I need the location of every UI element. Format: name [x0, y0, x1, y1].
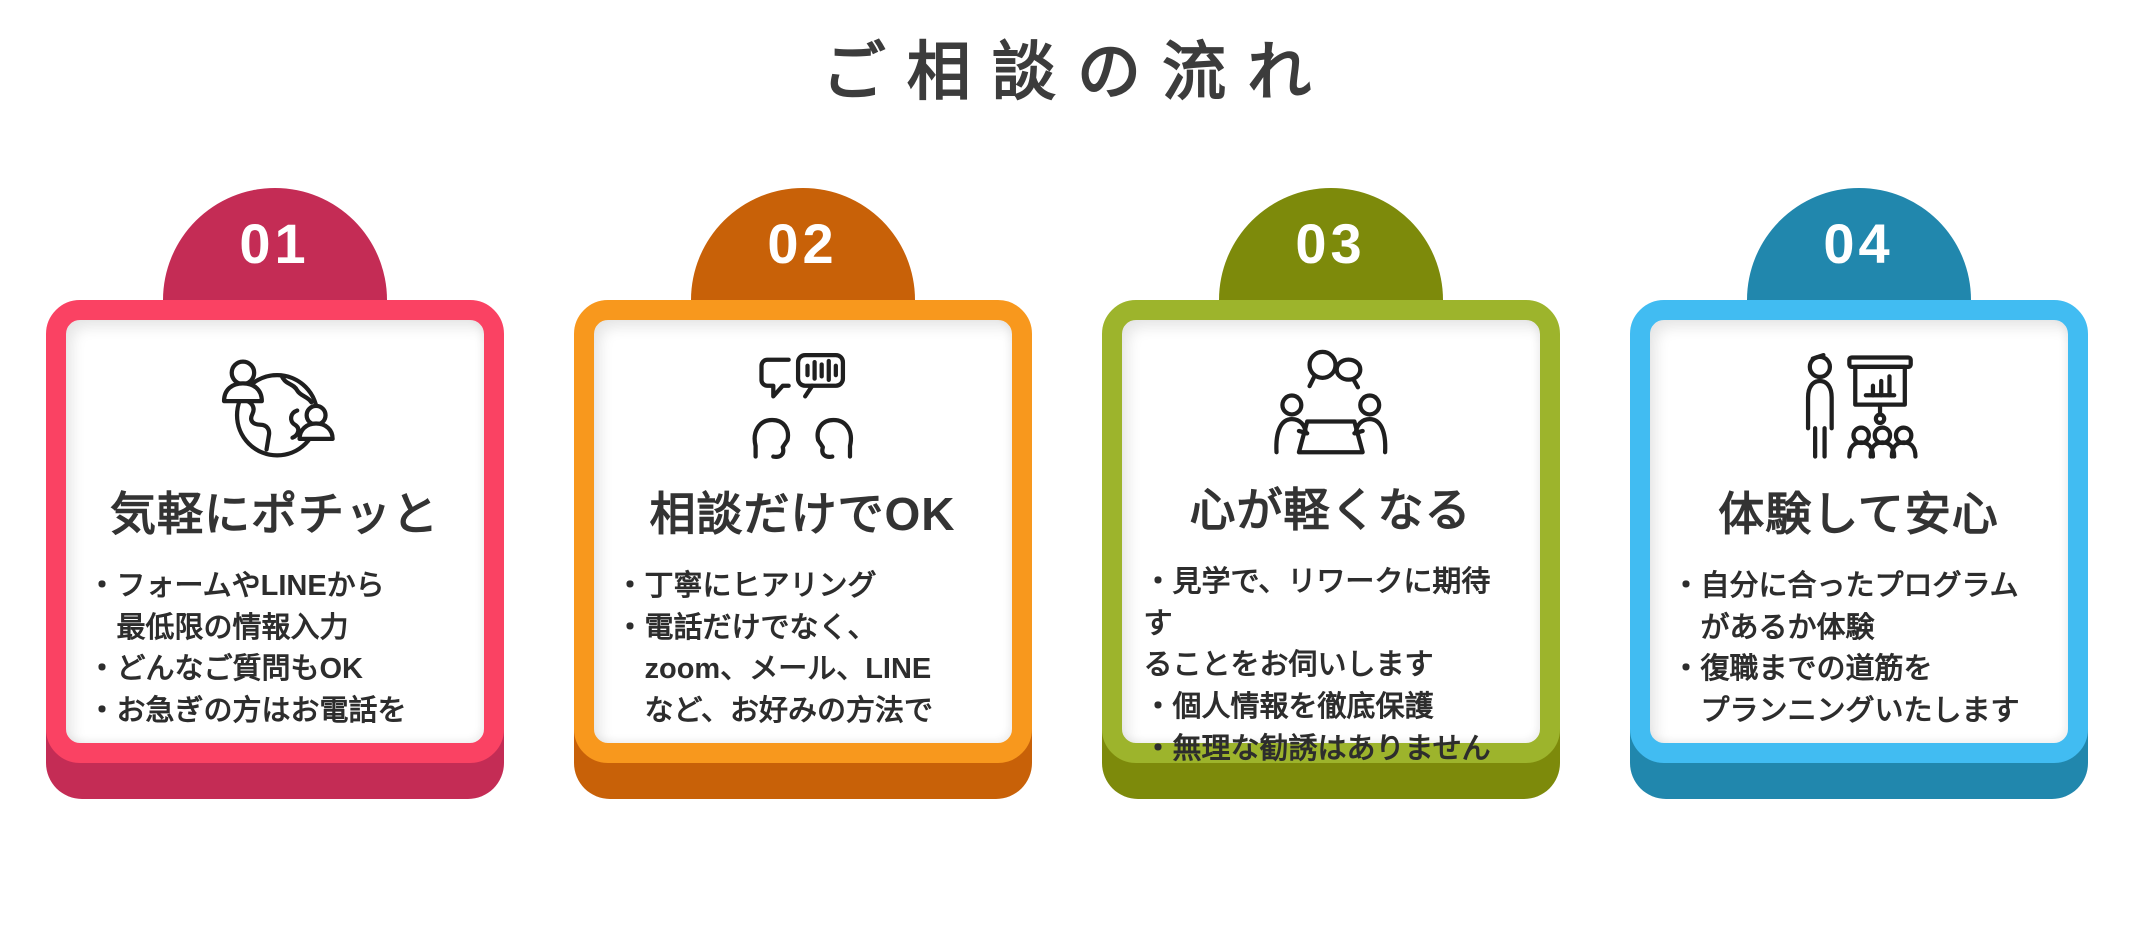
step-3-card: 心が軽くなる ・見学で、リワークに期待す ることをお伺いします ・個人情報を徹底…: [1101, 299, 1560, 799]
step-4-card: 体験して安心 ・自分に合ったプログラム があるか体験 ・復職までの道筋を プラン…: [1629, 299, 2088, 799]
presentation-icon: [1788, 346, 1930, 468]
meeting-table-icon: [1260, 346, 1402, 464]
step-description: ・フォームやLINEから 最低限の情報入力 ・どんなご質問もOK ・お急ぎの方は…: [87, 569, 407, 728]
step-card-2: 02: [573, 187, 1032, 799]
step-1-number-badge: 01: [162, 187, 387, 308]
step-heading: 相談だけでOK: [649, 487, 956, 540]
step-heading: 気軽にポチッと: [110, 487, 439, 540]
step-description: ・丁寧にヒアリング ・電話だけでなく、 zoom、メール、LINE など、お好み…: [615, 569, 934, 728]
step-2-card: 相談だけでOK ・丁寧にヒアリング ・電話だけでなく、 zoom、メール、LIN…: [573, 299, 1032, 799]
step-number: 01: [239, 211, 310, 275]
step-description: ・見学で、リワークに期待す ることをお伺いします ・個人情報を徹底保護 ・無理な…: [1143, 565, 1491, 765]
globe-people-icon: [204, 346, 346, 468]
step-number: 04: [1823, 211, 1894, 275]
step-card-4: 04: [1629, 187, 2088, 799]
step-number: 02: [767, 211, 838, 275]
step-4-number-badge: 04: [1746, 187, 1971, 308]
step-1-card: 気軽にポチッと ・フォームやLINEから 最低限の情報入力 ・どんなご質問もOK…: [45, 299, 504, 799]
step-2-number-badge: 02: [690, 187, 915, 308]
step-card-1: 01: [45, 187, 504, 799]
page-title: ご相談の流れ: [821, 36, 1333, 108]
step-description: ・自分に合ったプログラム があるか体験 ・復職までの道筋を プランニングいたしま…: [1671, 569, 2020, 728]
step-heading: 体験して安心: [1718, 487, 1999, 540]
step-card-3: 03: [1101, 187, 1560, 799]
step-number: 03: [1295, 211, 1366, 275]
steps-row: 01: [0, 187, 2133, 799]
step-3-number-badge: 03: [1218, 187, 1443, 308]
step-heading: 心が軽くなる: [1189, 483, 1472, 536]
conversation-icon: [732, 346, 874, 468]
